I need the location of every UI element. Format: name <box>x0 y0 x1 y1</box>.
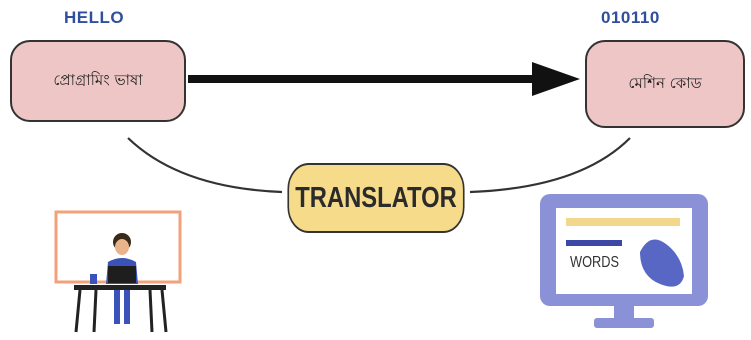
person-leg <box>114 290 120 324</box>
right-connector <box>469 137 631 194</box>
monitor-words-label: WORDS <box>570 254 620 271</box>
monitor-illustration <box>540 194 708 328</box>
machine-code-node: মেশিন কোড <box>585 40 745 128</box>
desk-top <box>74 285 166 290</box>
translator-node: TRANSLATOR <box>287 163 465 233</box>
person-leg <box>124 290 130 324</box>
desk-leg <box>74 289 82 333</box>
programmer-illustration <box>54 210 182 333</box>
programming-language-node: প্রোগ্রামিং ভাষা <box>10 40 186 122</box>
screen-blob <box>640 239 684 287</box>
laptop <box>108 266 136 283</box>
desk-leg <box>148 289 154 333</box>
person-face <box>115 239 129 255</box>
desk-leg <box>160 289 168 333</box>
screen-bar-yellow <box>566 218 680 226</box>
mug <box>90 274 97 284</box>
screen-bar-blue <box>566 240 622 246</box>
monitor-neck <box>614 306 634 320</box>
hello-label: HELLO <box>64 8 125 27</box>
binary-label: 010110 <box>601 8 660 27</box>
arrow-head <box>532 62 580 96</box>
left-connector <box>127 137 283 194</box>
desk-leg <box>92 289 98 333</box>
monitor-base <box>594 318 654 328</box>
